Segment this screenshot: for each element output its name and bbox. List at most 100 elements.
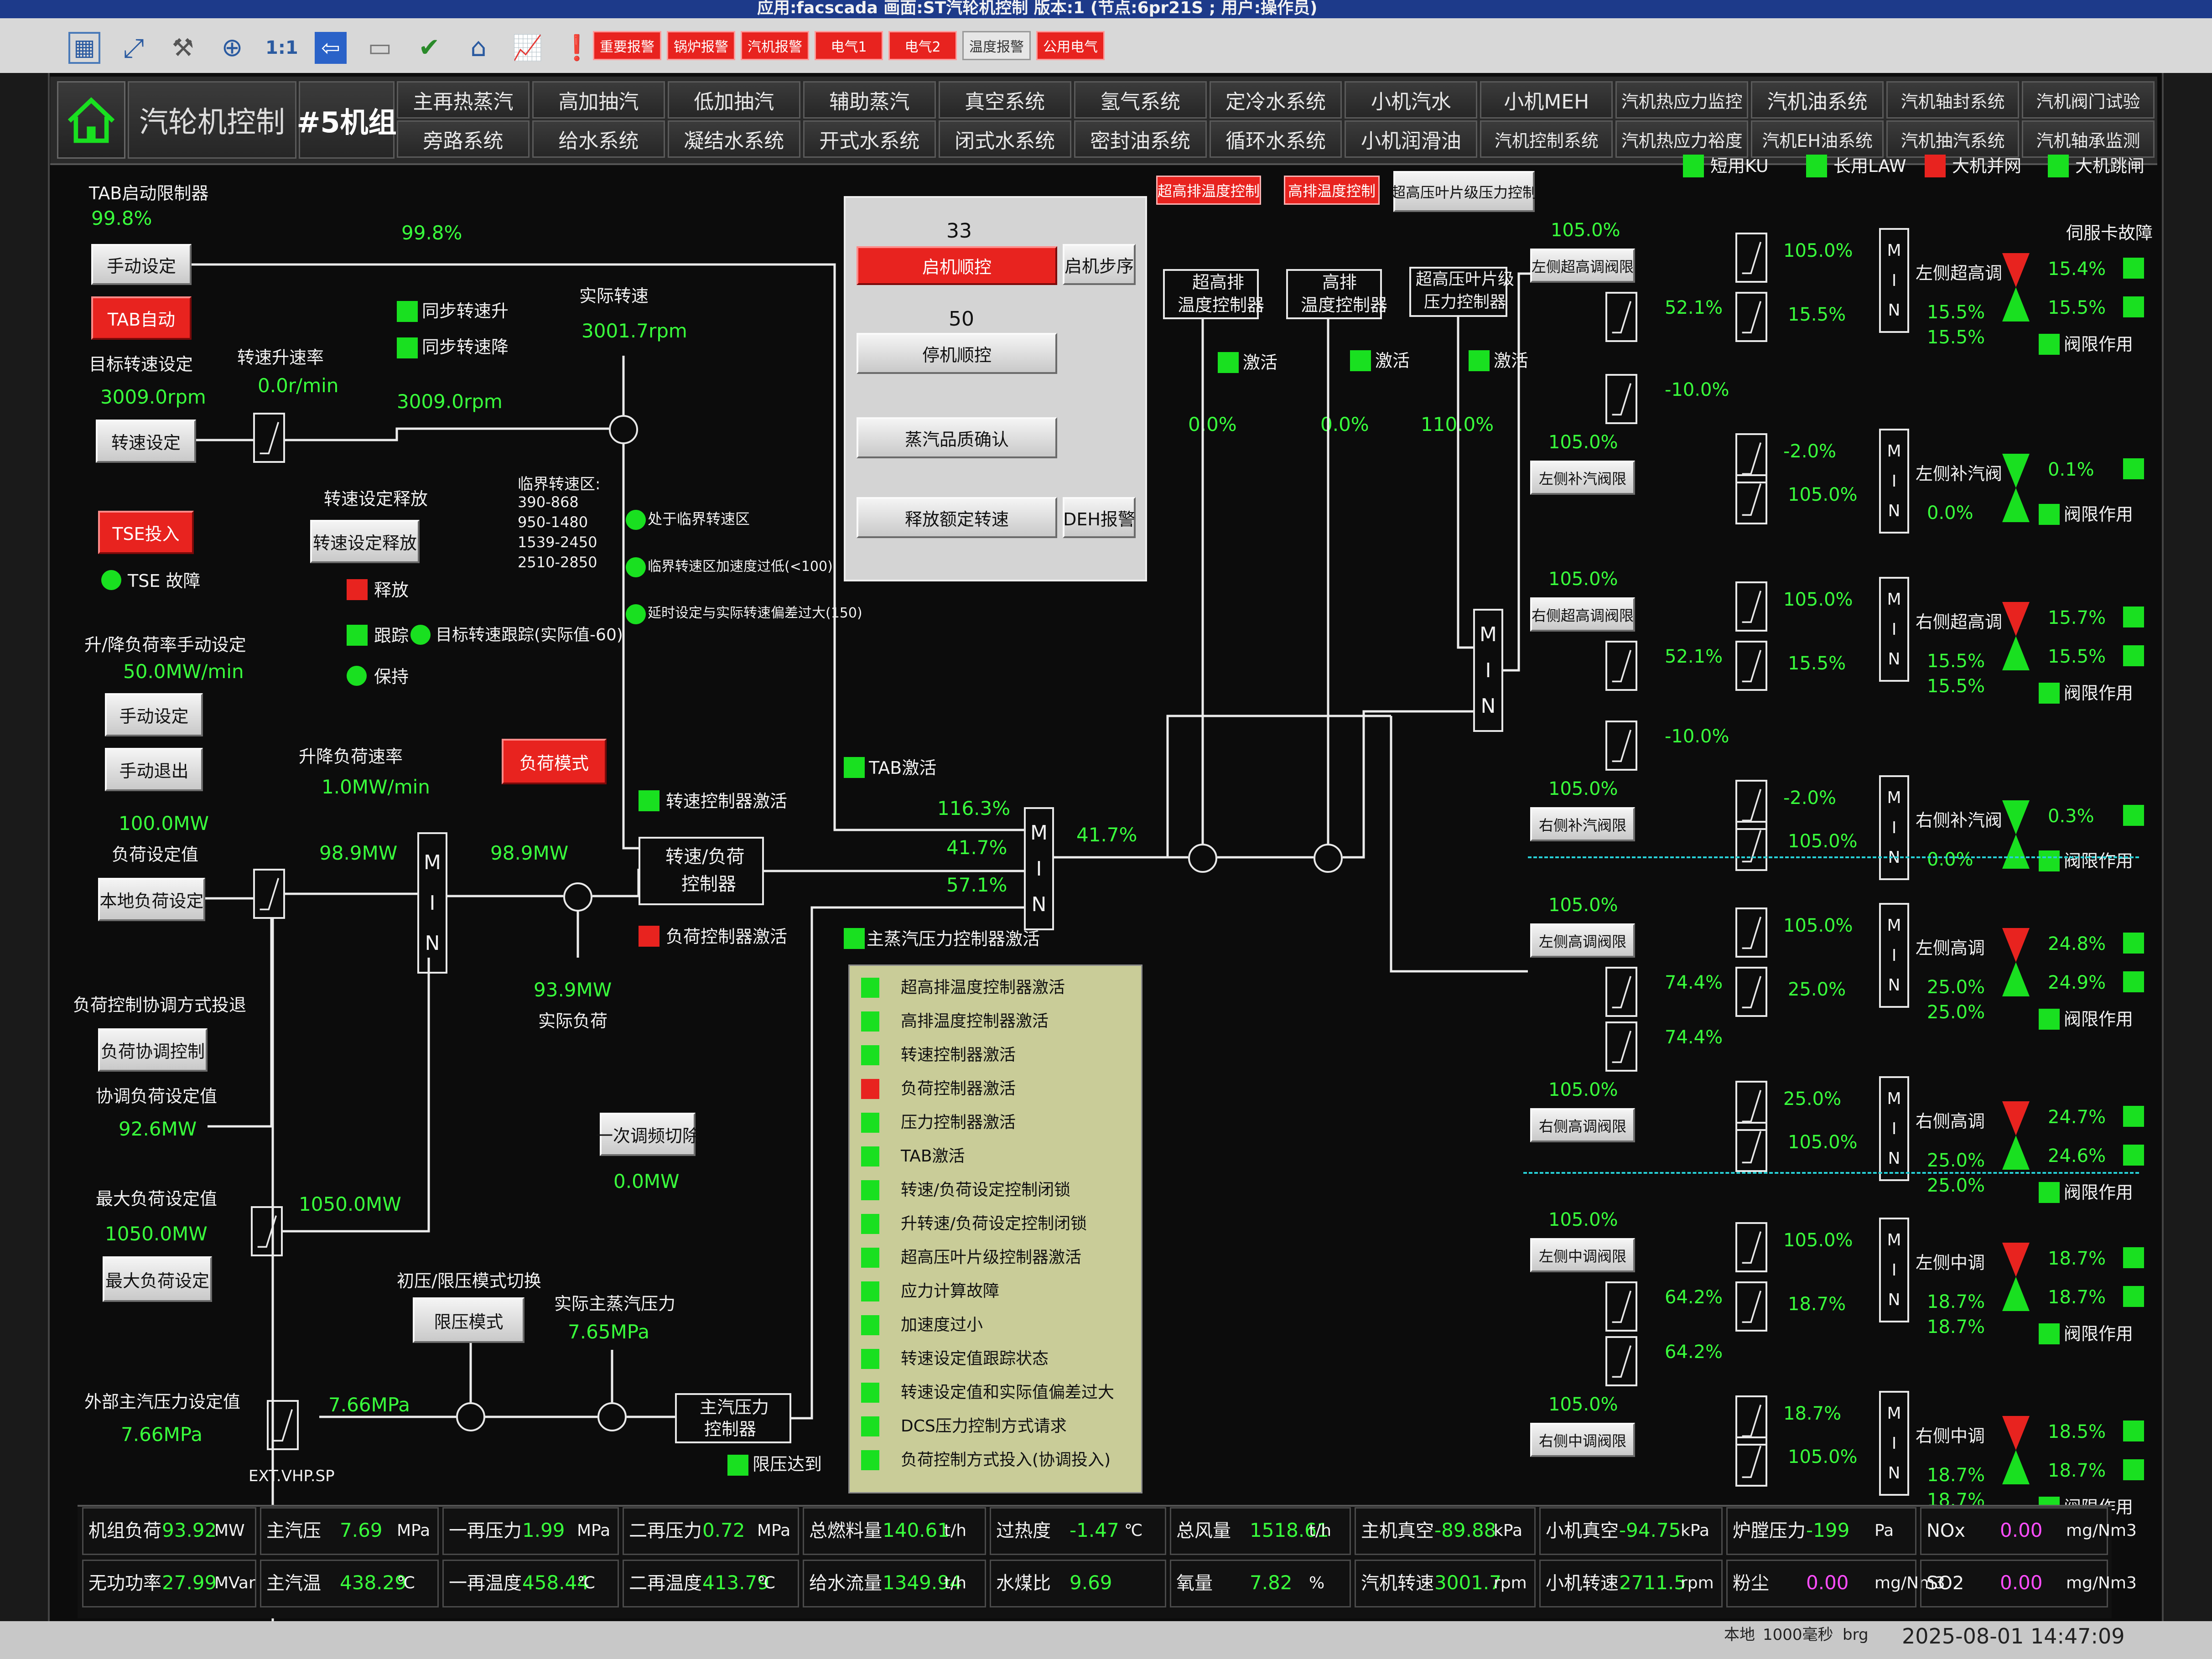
alarm-list-icon[interactable]: ❗ [561, 33, 592, 62]
valve-icon-4[interactable] [2000, 798, 2032, 871]
valve-name-6: 右侧高调 [1916, 1111, 1985, 1131]
tab-row2-6[interactable]: 密封油系统 [1074, 120, 1207, 158]
tab-row2-4[interactable]: 开式水系统 [803, 120, 936, 158]
alarm-button-3[interactable]: 汽机报警 [741, 31, 809, 60]
valve-limit-button-5[interactable]: 左侧高调阀限 [1530, 923, 1635, 958]
valve-s1-6: 24.7% [2048, 1107, 2106, 1128]
back-icon[interactable]: ⇦ [315, 32, 347, 64]
tab-row2-2[interactable]: 给水系统 [532, 120, 665, 158]
tab-row1-3[interactable]: 低加抽汽 [667, 81, 800, 119]
valve-limit-indicator-4 [2039, 850, 2060, 871]
deh-alarm-button[interactable]: DEH报警 [1063, 497, 1136, 538]
home-small-icon[interactable]: ⌂ [470, 33, 487, 62]
alarm-button-7[interactable]: 公用电气 [1036, 31, 1105, 60]
valve-limit-button-7[interactable]: 左侧中调阀限 [1530, 1238, 1635, 1272]
tab-row1-7[interactable]: 定冷水系统 [1209, 81, 1342, 119]
fullscreen-icon[interactable]: ⤢ [123, 32, 145, 63]
valve-limit-button-1[interactable]: 左侧超高调阀限 [1530, 249, 1635, 283]
tab-row1-11[interactable]: 汽机油系统 [1751, 81, 1884, 119]
tab-row1-12[interactable]: 汽机轴封系统 [1886, 81, 2020, 119]
tab-row2-5[interactable]: 闭式水系统 [938, 120, 1071, 158]
valve-name-1: 左侧超高调 [1916, 263, 2003, 283]
tab-row1-1[interactable]: 主再热蒸汽 [397, 81, 530, 119]
tab-row1-9[interactable]: 小机MEH [1480, 81, 1613, 119]
manual-exit-button[interactable]: 手动退出 [105, 748, 203, 791]
c1-line1: 超高排 [1192, 272, 1245, 292]
valve-s1-indicator-7 [2123, 1247, 2144, 1268]
tab-row1-13[interactable]: 汽机阀门试验 [2022, 81, 2155, 119]
tab-row2-13[interactable]: 汽机轴承监测 [2022, 120, 2155, 158]
tse-button[interactable]: TSE投入 [98, 511, 194, 554]
alarm-button-4[interactable]: 电气1 [815, 31, 883, 60]
actual-size-icon[interactable]: 1:1 [265, 37, 298, 58]
bottom-cell-border-row1-10 [1726, 1507, 1916, 1555]
valve-lim-value-3: 105.0% [1548, 569, 1618, 590]
tab-row1-10[interactable]: 汽机热应力监控 [1615, 81, 1749, 119]
valve-icon-2[interactable] [2000, 451, 2032, 524]
bottom-unit-row2-8: rpm [1494, 1574, 1527, 1592]
valve-icon-5[interactable] [2000, 926, 2032, 999]
vhp-exhaust-temp-ctrl-button[interactable]: 超高排温度控制 [1156, 176, 1261, 205]
bottom-unit-row2-10: mg/Nm3 [1874, 1574, 1945, 1592]
manual-set-button-2[interactable]: 手动设定 [105, 693, 203, 736]
trend-icon[interactable]: 📈 [512, 33, 543, 62]
tab-row1-5[interactable]: 真空系统 [938, 81, 1071, 119]
valve-icon-7[interactable] [2000, 1240, 2032, 1313]
separator-line-2 [1523, 1172, 2139, 1174]
bottom-cell-border-row2-8 [1355, 1560, 1536, 1607]
valve-s1-8: 18.5% [2048, 1421, 2106, 1442]
valve-limit-button-4[interactable]: 右侧补汽阀限 [1530, 807, 1635, 841]
alarm-button-2[interactable]: 锅炉报警 [667, 31, 735, 60]
valve-icon-8[interactable] [2000, 1414, 2032, 1487]
layout-icon[interactable]: ▦ [68, 32, 100, 64]
hp-exhaust-temp-ctrl-button[interactable]: 高排温度控制 [1284, 176, 1380, 205]
separator-line-1 [1528, 856, 2139, 858]
zoom-in-icon[interactable]: ⊕ [221, 33, 243, 62]
valve-icon-1[interactable] [2000, 251, 2032, 324]
start-step-button[interactable]: 启机步序 [1063, 244, 1136, 285]
home-button[interactable] [57, 81, 125, 159]
valve-icon-3[interactable] [2000, 600, 2032, 673]
tab-row1-8[interactable]: 小机汽水 [1345, 81, 1478, 119]
local-load-button[interactable]: 本地负荷设定 [98, 878, 205, 921]
freq-cut-button[interactable]: 一次调频切除 [596, 1113, 700, 1156]
valve-limit-effect-3: 阀限作用 [2064, 683, 2134, 703]
alarm-button-5[interactable]: 电气2 [888, 31, 957, 60]
valve-limit-button-6[interactable]: 右侧高调阀限 [1530, 1108, 1635, 1142]
valve-icon-6[interactable] [2000, 1099, 2032, 1172]
valve-s1-3: 15.7% [2048, 607, 2106, 628]
manual-set-button[interactable]: 手动设定 [91, 244, 192, 285]
tab-row2-8[interactable]: 小机润滑油 [1345, 120, 1478, 158]
valve-limit-button-8[interactable]: 右侧中调阀限 [1530, 1423, 1635, 1457]
valve-s1-5: 24.8% [2048, 933, 2106, 954]
tab-row1-2[interactable]: 高加抽汽 [532, 81, 665, 119]
tab-row2-10[interactable]: 汽机热应力裕度 [1615, 120, 1749, 158]
tab-row2-9[interactable]: 汽机控制系统 [1480, 120, 1613, 158]
tab-row2-7[interactable]: 循环水系统 [1209, 120, 1342, 158]
tab-row1-4[interactable]: 辅助蒸汽 [803, 81, 936, 119]
minus-icon[interactable]: ▭ [368, 33, 392, 62]
valve-name-7: 左侧中调 [1916, 1253, 1985, 1273]
tab-row2-1[interactable]: 旁路系统 [397, 120, 530, 158]
alarm-button-6[interactable]: 温度报警 [962, 31, 1031, 60]
valve-limit-effect-4: 阀限作用 [2064, 851, 2134, 871]
tab-row1-6[interactable]: 氢气系统 [1074, 81, 1207, 119]
valve-limit-button-3[interactable]: 右侧超高调阀限 [1530, 597, 1635, 632]
tab-row2-12[interactable]: 汽机抽汽系统 [1886, 120, 2020, 158]
tab-row2-3[interactable]: 凝结水系统 [667, 120, 800, 158]
tab-auto-button[interactable]: TAB自动 [91, 296, 192, 340]
coord-control-button[interactable]: 负荷协调控制 [98, 1028, 208, 1072]
valve-ramp-c-8 [1735, 1436, 1767, 1487]
max-load-button[interactable]: 最大负荷设定 [103, 1256, 212, 1302]
tools-icon[interactable]: ⚒ [171, 33, 194, 62]
pressure-mode-button[interactable]: 限压模式 [413, 1297, 524, 1343]
valve-s1-4: 0.3% [2048, 806, 2094, 827]
check-icon[interactable]: ✔ [418, 33, 440, 62]
valve-limit-button-2[interactable]: 左侧补汽阀限 [1530, 461, 1635, 495]
alarm-button-1[interactable]: 重要报警 [593, 31, 661, 60]
speed-set-button[interactable]: 转速设定 [96, 420, 196, 463]
vhp-blade-pressure-ctrl-button[interactable]: 超高压叶片级压力控制 [1391, 171, 1537, 212]
